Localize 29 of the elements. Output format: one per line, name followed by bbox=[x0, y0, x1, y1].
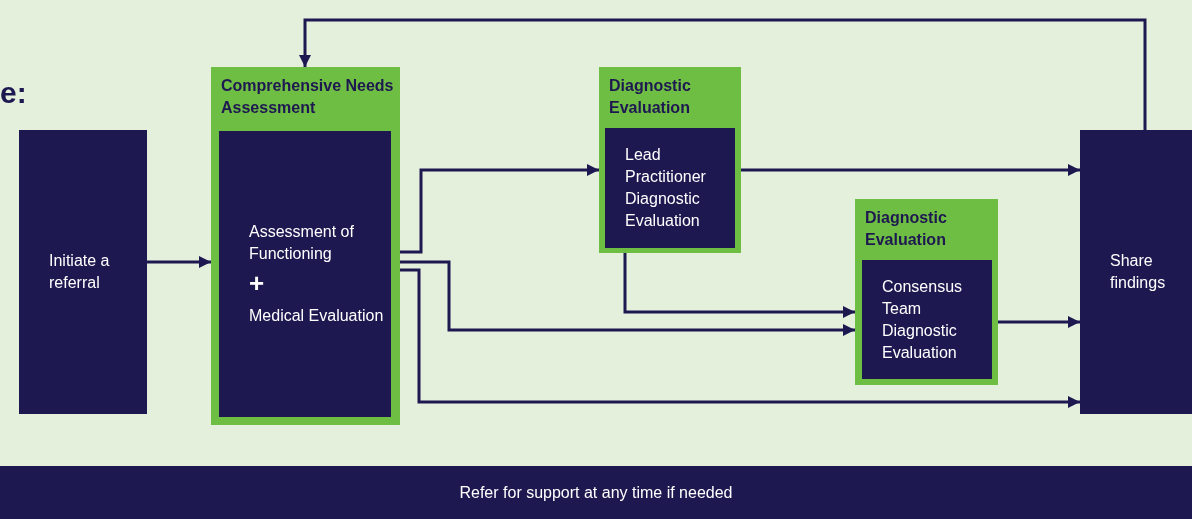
process-box bbox=[605, 128, 735, 248]
node-label: Initiate a referral bbox=[49, 251, 111, 293]
process-box bbox=[219, 131, 391, 417]
arrow bbox=[299, 18, 1147, 130]
arrow bbox=[147, 256, 211, 268]
arrow bbox=[400, 164, 599, 254]
arrow bbox=[998, 316, 1080, 328]
process-box bbox=[862, 260, 992, 379]
node-label: Consensus Team Diagnostic Evaluation bbox=[882, 276, 964, 363]
group-heading: Diagnostic Evaluation bbox=[609, 76, 692, 118]
arrow bbox=[741, 164, 1080, 176]
arrow bbox=[400, 268, 1080, 408]
group-box bbox=[211, 67, 400, 425]
group-box bbox=[599, 67, 741, 253]
node-label: Share findings bbox=[1110, 251, 1167, 293]
banner-bar bbox=[0, 466, 1192, 519]
node-label: Refer for support at any time if needed bbox=[459, 483, 733, 502]
process-box bbox=[1080, 130, 1192, 414]
plus-sign: + bbox=[249, 269, 266, 297]
group-box bbox=[855, 199, 998, 385]
group-heading: Diagnostic Evaluation bbox=[865, 208, 948, 250]
group-heading: Comprehensive Needs Assessment bbox=[221, 76, 395, 118]
node-label: Assessment of Functioning bbox=[249, 222, 355, 264]
heading-fragment: e: bbox=[0, 76, 27, 110]
arrow bbox=[400, 260, 855, 336]
node-label: Lead Practitioner Diagnostic Evaluation bbox=[625, 145, 707, 231]
node-label: Medical Evaluation bbox=[249, 306, 385, 326]
arrow bbox=[623, 253, 855, 318]
process-box bbox=[19, 130, 147, 414]
